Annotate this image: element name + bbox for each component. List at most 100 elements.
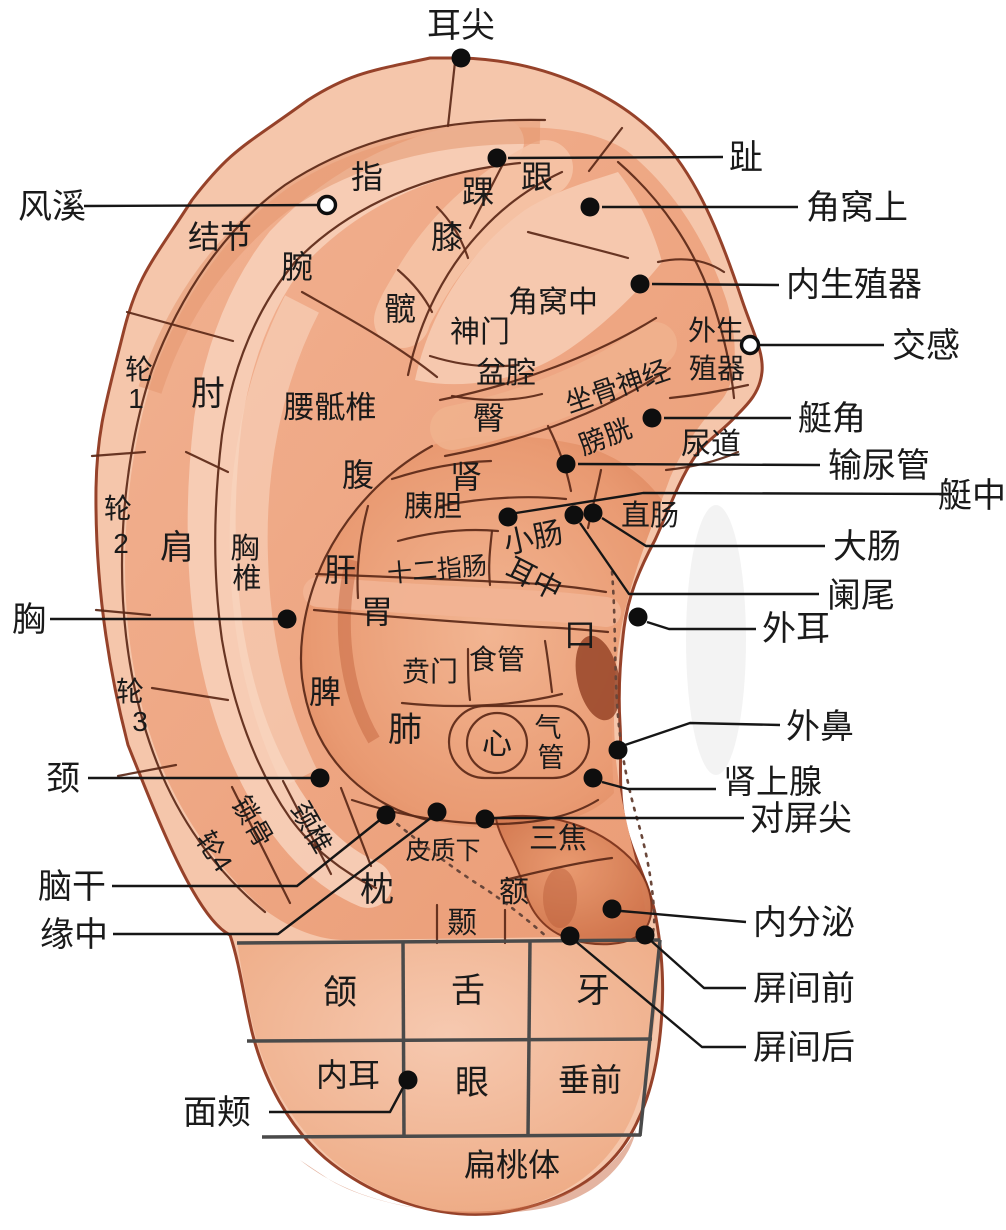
region-label-temple: 颞 — [447, 907, 477, 940]
chest-dot — [277, 609, 297, 629]
lobe-grid-right — [638, 939, 662, 1137]
region-label-tubercle: 结节 — [188, 219, 252, 255]
point-label-sympathetic: 交感 — [892, 327, 960, 365]
region-label-trachea-1: 气 — [535, 713, 562, 743]
toe-heel-divider — [587, 126, 624, 173]
point-markers — [277, 48, 761, 1090]
genitals-cell-bottom — [668, 383, 750, 400]
point-label-toe: 趾 — [729, 139, 763, 177]
region-label-stomach: 胃 — [361, 594, 393, 630]
upper-crus-band — [374, 140, 573, 348]
region-label-tonsil: 扁桃体 — [464, 1147, 560, 1183]
region-label-ext-genitals-1: 外生 — [688, 315, 744, 346]
subcortex-dashed-boundary — [388, 816, 550, 940]
region-label-jaw: 颌 — [323, 974, 357, 1012]
concha-rim-line — [299, 444, 434, 822]
upper-crus-right-edge — [406, 170, 564, 377]
tubercle-helix1-divider — [125, 310, 235, 343]
region-label-shoulder: 肩 — [160, 529, 194, 567]
tingzhong-dot — [498, 507, 518, 527]
ear-canal-shadow — [575, 635, 621, 721]
intertragic-shadow — [543, 868, 577, 928]
point-label-antitragus-apex: 对屏尖 — [750, 800, 852, 838]
endocrine-leader — [620, 909, 747, 924]
region-label-rectum: 直肠 — [621, 499, 679, 532]
cheek-shadow — [686, 505, 746, 775]
region-label-abdomen: 腹 — [342, 457, 374, 493]
screen-notch-back-leader — [573, 939, 746, 1049]
pancreas-top-divider — [390, 459, 493, 481]
helix-crus-bottom-edge — [312, 608, 610, 634]
yuanzhong-leader — [113, 816, 433, 936]
region-label-sanjiao: 三焦 — [529, 822, 587, 855]
region-label-urethra: 尿道 — [681, 428, 741, 461]
point-label-cheek: 面颊 — [183, 1094, 251, 1132]
genitals-cell-top — [656, 258, 726, 274]
region-label-liver: 肝 — [324, 552, 356, 588]
lobe-grid-v1 — [401, 942, 406, 1138]
heart-circle — [465, 711, 529, 775]
point-label-ear-apex: 耳尖 — [427, 7, 495, 45]
helix1-helix2-divider — [90, 450, 147, 458]
point-label-large-intestine: 大肠 — [833, 528, 901, 566]
lower-crus-upper-edge — [438, 316, 658, 402]
point-label-screen-notch-back: 屏间后 — [753, 1029, 855, 1067]
cheek-leader — [269, 1083, 407, 1114]
helix-crus-band — [303, 577, 621, 627]
tingjiao-dot — [642, 408, 662, 428]
ureter-dot — [556, 454, 576, 474]
point-label-internal-genitals: 内生殖器 — [786, 266, 922, 304]
region-label-ext-genitals-2: 殖器 — [689, 353, 745, 384]
lobe-grid-mid2 — [261, 1133, 642, 1139]
region-label-elbow: 肘 — [191, 375, 225, 413]
fengxi-circle — [316, 194, 338, 216]
region-label-heart: 心 — [482, 728, 512, 761]
large-intestine-dot — [583, 503, 603, 523]
point-label-appendix: 阑尾 — [827, 577, 895, 615]
region-label-teeth: 牙 — [576, 972, 610, 1010]
toe-leader — [507, 155, 724, 160]
antihelix-highlight — [229, 295, 319, 787]
point-label-external-nose: 外鼻 — [786, 708, 854, 746]
point-labels: 耳尖 风溪 趾 角窝上 内生殖器 交感 艇角 输尿管 艇中 大肠 阑尾 外耳 外… — [12, 7, 1006, 1132]
apex-divider — [446, 60, 457, 128]
region-label-thoracic-1: 胸 — [230, 532, 259, 565]
helix-crus-top-edge — [314, 572, 608, 594]
sanjiao-forehead-divider — [503, 856, 614, 882]
kidney-smallint-divider — [438, 496, 568, 508]
point-label-endocrine: 内分泌 — [753, 904, 855, 942]
region-label-helix3-2: 3 — [132, 706, 148, 737]
region-label-fossa-mid: 角窝中 — [508, 286, 598, 319]
screen-notch-front-dot — [635, 925, 655, 945]
region-label-mouth: 口 — [564, 617, 596, 653]
point-label-external-ear: 外耳 — [762, 610, 830, 648]
region-label-kidney: 肾 — [450, 459, 482, 495]
region-label-inner-ear: 内耳 — [316, 1057, 380, 1093]
lower-crus-lower-edge — [443, 366, 672, 458]
internal-genitals-leader — [651, 282, 780, 287]
leader-lines — [50, 155, 953, 1114]
region-label-helix1-2: 1 — [128, 383, 144, 414]
brainstem-dot — [376, 805, 396, 825]
fossa-sup-dot — [580, 197, 600, 217]
shenmen-pelvis-divider — [428, 354, 519, 368]
endocrine-dot — [602, 899, 622, 919]
point-label-tingzhong: 艇中 — [938, 477, 1006, 515]
scapha-inner-edge-line — [214, 161, 522, 890]
point-label-neck: 颈 — [46, 760, 80, 798]
point-label-ureter: 输尿管 — [828, 447, 930, 485]
appendix-leader — [579, 522, 819, 596]
heel-ankle-divider — [468, 158, 507, 230]
helix-inner-edge-right-line — [616, 160, 736, 400]
region-label-shenmen: 神门 — [450, 316, 510, 349]
smallint-rectum-divider — [586, 468, 603, 530]
mouth-esophagus-divider — [543, 639, 554, 694]
region-label-anterior-earlobe: 垂前 — [558, 1062, 622, 1098]
region-label-lung: 肺 — [388, 711, 422, 749]
point-label-yuanzhong: 缘中 — [40, 916, 108, 954]
region-label-buttock: 臀 — [473, 400, 505, 436]
helix-inner-shading — [138, 119, 541, 394]
lower-crus-band — [430, 322, 677, 450]
